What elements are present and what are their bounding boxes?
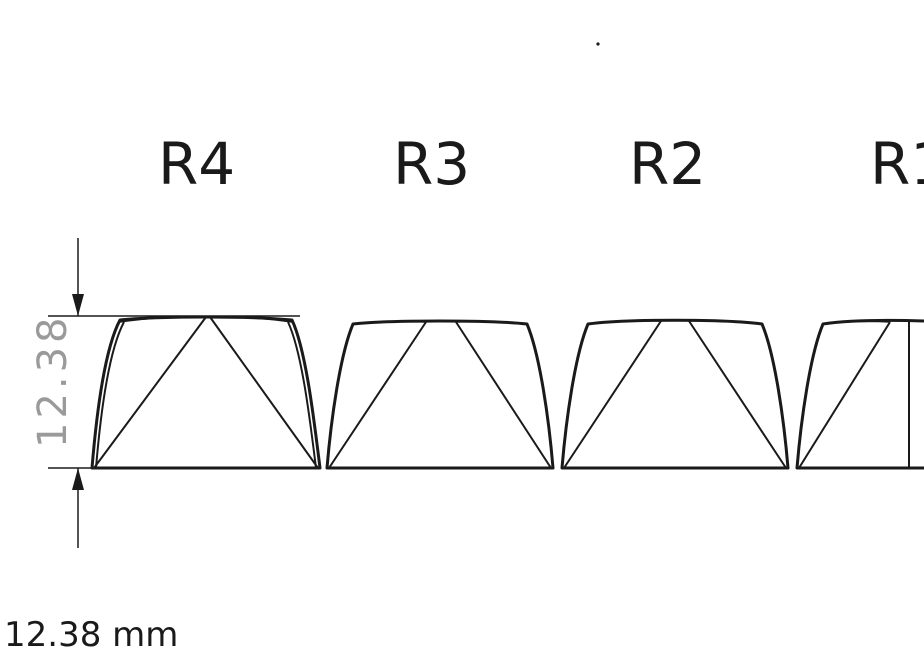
row-label-r4: R4 [158, 130, 235, 198]
row-label-r3: R3 [393, 130, 470, 198]
dimension-vertical-label: 12.38 [30, 313, 76, 448]
keycap-r4 [90, 315, 322, 470]
dimension-caption: 12.38 mm [4, 615, 178, 655]
stray-dot [596, 42, 600, 46]
arrow-down-icon [72, 294, 84, 316]
row-label-r1: R1 [870, 130, 924, 198]
keycap-r2 [560, 318, 790, 470]
keycap-r1 [795, 318, 924, 470]
keycap-r3 [325, 319, 555, 470]
height-dimension [48, 238, 300, 548]
arrow-up-icon [72, 468, 84, 490]
row-label-r2: R2 [629, 130, 706, 198]
